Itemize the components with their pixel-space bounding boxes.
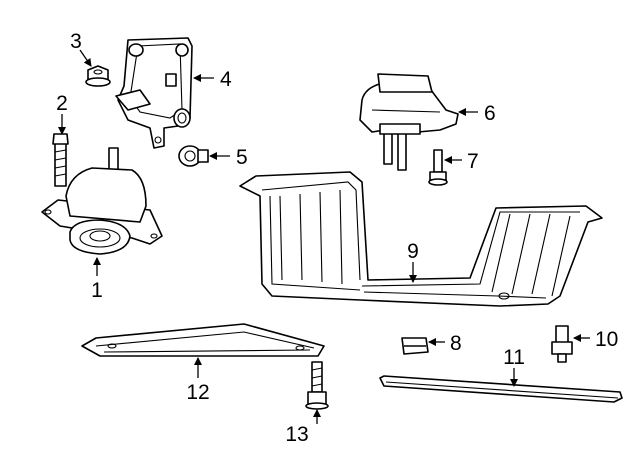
callout-4: 4 — [220, 68, 232, 91]
callout-6: 6 — [484, 102, 496, 125]
callout-1: 1 — [91, 279, 103, 302]
part-2-bolt — [52, 133, 69, 187]
part-1-engine-mount — [41, 147, 163, 255]
part-10-stud — [551, 325, 573, 363]
callout-13: 13 — [285, 423, 308, 446]
callout-7: 7 — [467, 150, 479, 173]
part-3-nut — [85, 65, 111, 87]
part-4-bracket — [115, 37, 193, 149]
part-11-strip — [379, 375, 623, 403]
part-5-plug — [178, 145, 209, 167]
callout-5: 5 — [236, 146, 248, 169]
part-9-skid-plate — [239, 171, 603, 307]
callout-8: 8 — [450, 332, 462, 355]
part-13-bolt — [305, 361, 329, 410]
callout-9: 9 — [407, 240, 419, 263]
callout-12: 12 — [186, 381, 209, 404]
leader-lines — [58, 49, 590, 424]
callout-2: 2 — [56, 92, 68, 115]
part-6-transmission-mount — [359, 73, 459, 171]
callout-10: 10 — [595, 328, 618, 351]
callout-labels: 1 2 3 4 5 6 7 8 9 10 11 12 13 — [56, 30, 618, 446]
part-7-bolt — [428, 149, 448, 186]
callout-11: 11 — [503, 346, 525, 369]
part-8-nut — [401, 337, 429, 355]
part-12-brace — [81, 323, 325, 357]
callout-3: 3 — [70, 30, 82, 53]
